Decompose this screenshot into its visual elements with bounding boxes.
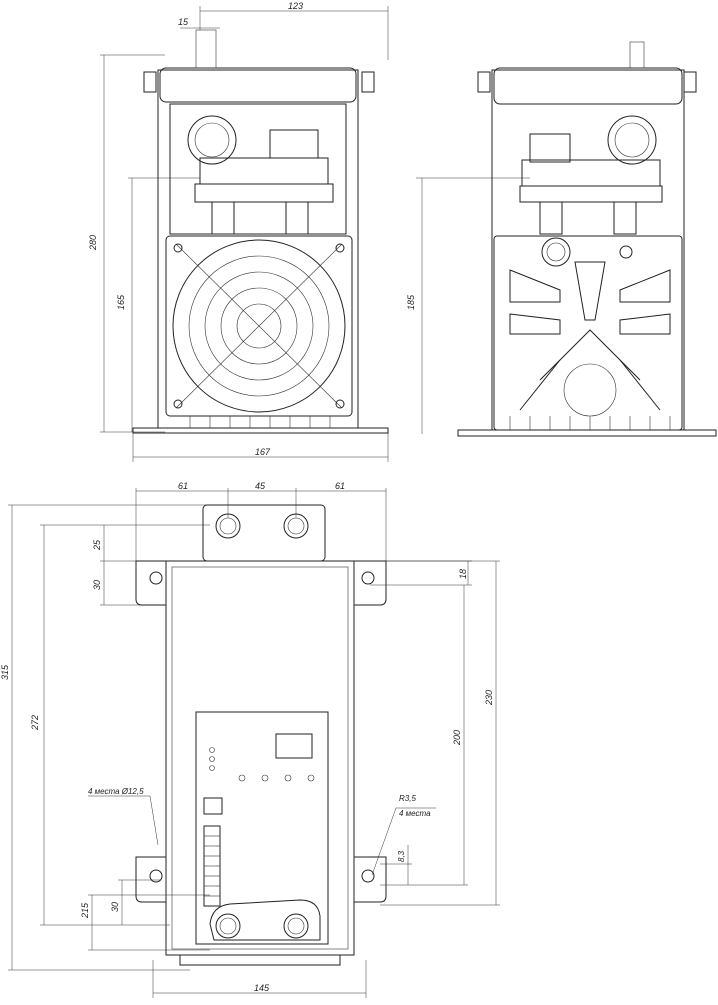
dim-123: 123	[288, 1, 303, 11]
dim-145: 145	[254, 983, 270, 993]
dim-165: 165	[116, 294, 126, 310]
dim-45: 45	[255, 481, 266, 491]
dim-61-left: 61	[178, 481, 188, 491]
dim-185: 185	[406, 294, 416, 310]
dim-30-top: 30	[92, 580, 102, 590]
note-radius: R3,5	[399, 794, 416, 803]
top-view: 61 45 61 315 272 25 30 18 230 20	[0, 481, 500, 998]
side-view: 185	[406, 41, 717, 437]
dim-230: 230	[484, 690, 494, 706]
note-holes: 4 места Ø12,5	[88, 787, 144, 796]
dim-18: 18	[458, 569, 468, 579]
dim-215: 215	[80, 902, 90, 919]
dim-280: 280	[88, 235, 98, 251]
dim-167: 167	[255, 447, 271, 457]
dim-315: 315	[0, 664, 10, 680]
dim-25: 25	[92, 539, 102, 551]
dim-8-3: 8,3	[397, 850, 406, 862]
dim-30-bottom: 30	[110, 902, 120, 912]
dim-15: 15	[178, 17, 189, 27]
front-view: 123 15 280 165 167	[88, 1, 389, 462]
dim-61-right: 61	[335, 481, 345, 491]
dim-272: 272	[30, 715, 40, 731]
dim-200: 200	[452, 730, 462, 746]
note-radius-qty: 4 места	[399, 809, 431, 818]
